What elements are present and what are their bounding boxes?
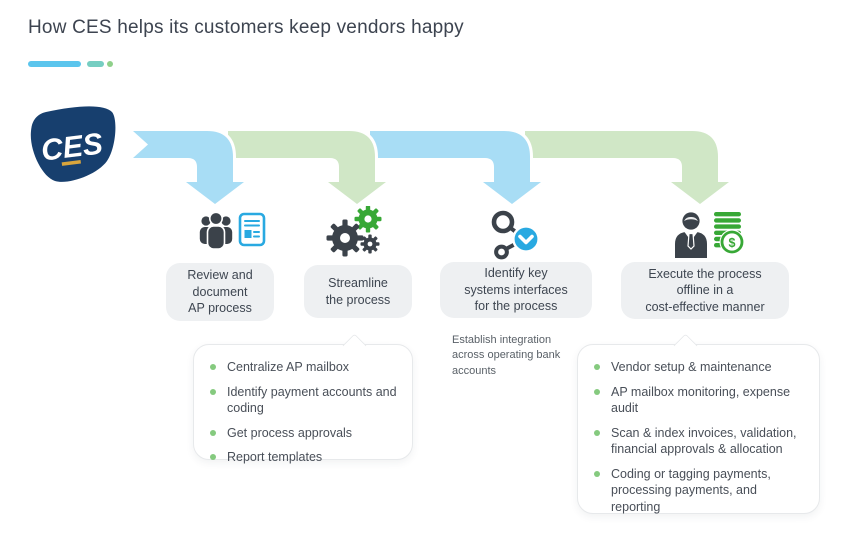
list-item: AP mailbox monitoring, expense audit xyxy=(594,384,807,417)
bullet-icon xyxy=(210,454,216,460)
step-label-line: Streamline xyxy=(328,276,388,290)
callout-streamline-details: Centralize AP mailbox Identify payment a… xyxy=(193,333,413,464)
callout-list: Centralize AP mailbox Identify payment a… xyxy=(194,345,412,466)
list-item-text: AP mailbox monitoring, expense audit xyxy=(611,384,791,416)
bullet-icon xyxy=(210,388,216,395)
bullet-icon xyxy=(210,364,216,370)
title-underline-dot xyxy=(107,61,113,67)
gears-icon xyxy=(326,206,382,257)
list-item-text: Report templates xyxy=(227,450,323,464)
list-item-text: Vendor setup & maintenance xyxy=(611,360,772,374)
list-item: Vendor setup & maintenance xyxy=(594,359,807,376)
step-label-line: document xyxy=(192,284,248,299)
step-label-line: Review and xyxy=(187,268,253,283)
title-underline-teal xyxy=(87,61,104,67)
list-item-text: Identify payment accounts and coding xyxy=(227,384,397,416)
step-label-line: Execute the process xyxy=(648,266,762,281)
list-item: Scan & index invoices, validation, finan… xyxy=(594,425,807,458)
bullet-icon xyxy=(210,429,216,436)
flow-arrow-2 xyxy=(225,128,389,207)
page-title: How CES helps its customers keep vendors… xyxy=(28,17,464,38)
step-label-line: the process xyxy=(325,292,391,307)
flow-arrow-3 xyxy=(367,128,544,207)
list-item: Coding or tagging payments, processing p… xyxy=(594,466,807,516)
bullet-icon xyxy=(594,364,600,370)
callout-execute-details: Vendor setup & maintenance AP mailbox mo… xyxy=(577,333,820,515)
bullet-icon xyxy=(594,470,600,477)
step-label-identify-interfaces: Identify key systems interfaces for the … xyxy=(440,262,592,318)
list-item-text: Centralize AP mailbox xyxy=(227,360,350,374)
flow-arrow-4 xyxy=(522,128,732,207)
step-label-line: offline in a xyxy=(676,283,734,298)
ces-logo-text: CES xyxy=(39,127,104,167)
list-item-text: Coding or tagging payments, processing p… xyxy=(611,466,771,514)
step-label-line: AP process xyxy=(188,301,252,316)
step-label-line: systems interfaces xyxy=(464,282,568,297)
step-label-line: Identify key xyxy=(484,266,548,281)
svg-text:$: $ xyxy=(729,236,736,250)
title-underline-blue xyxy=(28,61,81,67)
step-label-streamline: Streamline the process xyxy=(304,265,412,318)
step-label-review-document: Review and document AP process xyxy=(166,263,274,321)
list-item: Centralize AP mailbox xyxy=(210,359,400,376)
step-label-execute-process: Execute the process offline in a cost-ef… xyxy=(621,262,789,319)
list-item: Report templates xyxy=(210,449,400,466)
bullet-icon xyxy=(594,388,600,395)
person-coins-icon: $ xyxy=(675,212,744,258)
integration-note: Establish integration across operating b… xyxy=(452,334,561,377)
list-item-text: Get process approvals xyxy=(227,425,353,440)
flow-arrow-1 xyxy=(130,128,247,207)
list-item-text: Scan & index invoices, validation, finan… xyxy=(611,425,797,457)
list-item: Identify payment accounts and coding xyxy=(210,384,400,417)
list-item: Get process approvals xyxy=(210,425,400,442)
callout-list: Vendor setup & maintenance AP mailbox mo… xyxy=(578,345,819,515)
ces-logo-gold-underline xyxy=(61,160,81,166)
team-document-icon xyxy=(199,211,266,250)
bullet-icon xyxy=(594,429,600,436)
step-label-line: for the process xyxy=(474,299,558,314)
network-check-icon xyxy=(491,210,540,260)
ces-logo: CES xyxy=(30,106,116,182)
step-label-line: cost-effective manner xyxy=(645,299,765,314)
